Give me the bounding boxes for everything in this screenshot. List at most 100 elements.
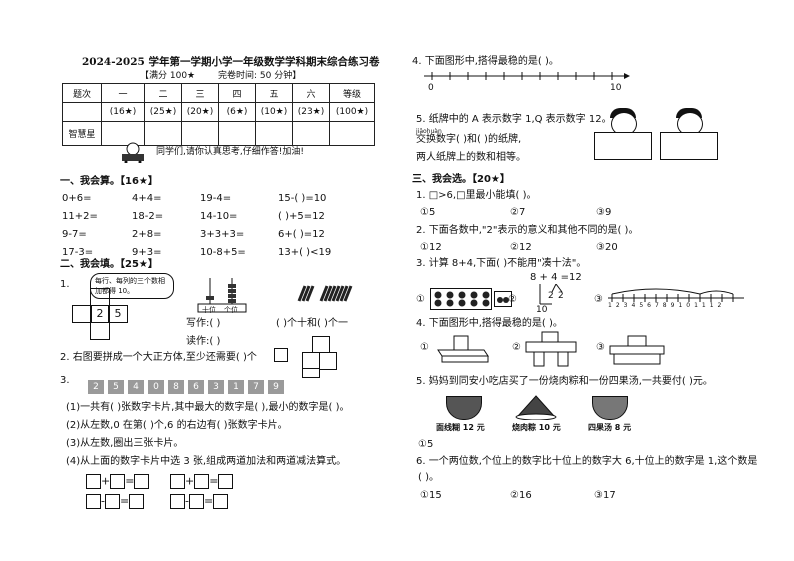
option[interactable]: ③9 — [596, 207, 612, 218]
calc-item[interactable]: 14-10= — [200, 211, 238, 222]
calc-item[interactable]: 19-4= — [200, 193, 232, 204]
score-input[interactable] — [218, 121, 256, 146]
q3-sub-3: (3)从左数,圈出三张卡片。 — [66, 438, 184, 449]
number-line — [424, 72, 630, 80]
equation-add-2[interactable]: += — [170, 474, 234, 489]
score-input[interactable] — [255, 121, 293, 146]
number-card[interactable]: 5 — [108, 380, 124, 394]
score-input[interactable] — [181, 121, 219, 146]
score-cell: (25★) — [144, 102, 182, 122]
score-cell: (100★) — [329, 102, 375, 122]
calc-item[interactable]: 9+3= — [132, 247, 162, 258]
hint-bubble: 每行、每列的三个数相加都得 10。 — [90, 273, 174, 299]
calc-item[interactable]: 10-8+5= — [200, 247, 246, 258]
full-score: 【满分 100★ — [140, 71, 196, 81]
section-1-title: 一、我会算。【16★】 — [60, 176, 158, 187]
abacus-icon — [197, 278, 247, 313]
r-q5-line3: 两人纸牌上的数和相等。 — [416, 152, 526, 163]
fruit-soup-icon — [592, 396, 628, 420]
calc-item[interactable]: 3+3+3= — [200, 229, 245, 240]
score-cell: 题次 — [62, 83, 102, 103]
number-card[interactable]: 1 — [228, 380, 244, 394]
grid-cell[interactable] — [90, 322, 110, 340]
calc-item[interactable]: 9-7= — [62, 229, 87, 240]
food-label: 烧肉粽 10 元 — [512, 423, 561, 432]
calc-item[interactable]: 11+2= — [62, 211, 98, 222]
q3-sub-2[interactable]: (2)从左数,0 在第( )个,6 的右边有( )张数字卡片。 — [66, 420, 288, 431]
score-cell: (6★) — [218, 102, 256, 122]
score-input[interactable] — [144, 121, 182, 146]
grid-cell[interactable] — [72, 305, 92, 323]
r-q5-food-text: 5. 妈妈到同安小吃店买了一份烧肉粽和一份四果汤,一共要付( )元。 — [416, 376, 713, 387]
calc-item[interactable]: 4+4= — [132, 193, 162, 204]
r-q3-text: 3. 计算 8+4,下面( )不能用"凑十法"。 — [416, 258, 587, 269]
option[interactable]: ①15 — [420, 490, 442, 501]
number-card[interactable]: 2 — [88, 380, 104, 394]
number-card[interactable]: 3 — [208, 380, 224, 394]
calc-item[interactable]: ( )+5=12 — [278, 211, 325, 222]
option[interactable]: ② — [508, 294, 517, 305]
calc-item[interactable]: 2+8= — [132, 229, 162, 240]
read-as[interactable]: 读作:( ) — [186, 336, 221, 347]
calc-item[interactable]: 6+( )=12 — [278, 229, 325, 240]
mascot-icon — [122, 142, 144, 163]
calc-item[interactable]: 18-2= — [132, 211, 164, 222]
option[interactable]: ② — [512, 342, 521, 353]
option[interactable]: ③ — [596, 342, 605, 353]
number-card[interactable]: 6 — [188, 380, 204, 394]
q1-number: 1. — [60, 279, 70, 290]
equation-sub-2[interactable]: -= — [170, 494, 229, 509]
calc-item[interactable]: 15-( )=10 — [278, 193, 327, 204]
calc-item[interactable]: 17-3= — [62, 247, 94, 258]
equation-add-1[interactable]: += — [86, 474, 150, 489]
equation-sub-1[interactable]: -= — [86, 494, 145, 509]
option[interactable]: ① — [416, 294, 425, 305]
split-a: 2 — [548, 291, 554, 301]
score-cell: 三 — [181, 83, 219, 103]
r-q5-line1: 5. 纸牌中的 A 表示数字 1,Q 表示数字 12。 — [416, 114, 612, 125]
r-q2-text: 2. 下面各数中,"2"表示的意义和其他不同的是( )。 — [416, 225, 639, 236]
option[interactable]: ②7 — [510, 207, 526, 218]
number-card[interactable]: 8 — [168, 380, 184, 394]
option[interactable]: ②12 — [510, 242, 532, 253]
number-card[interactable]: 9 — [268, 380, 284, 394]
option[interactable]: ①5 — [420, 207, 436, 218]
rice-dumpling-icon — [515, 395, 557, 420]
option[interactable]: ③17 — [594, 490, 616, 501]
tens-ones[interactable]: ( )个十和( )个一 — [276, 318, 348, 329]
noodle-bowl-icon — [446, 396, 482, 420]
grid-cell: 5 — [108, 305, 128, 323]
r-q5-line2[interactable]: 交换数字( )和( )的纸牌, — [416, 134, 522, 145]
option[interactable]: ①12 — [420, 242, 442, 253]
abacus-tens-label: 十位 — [202, 306, 216, 314]
number-card[interactable]: 0 — [148, 380, 164, 394]
section-2-title: 二、我会填。【25★】 — [60, 259, 158, 270]
score-cell — [62, 102, 102, 122]
score-cell: 一 — [101, 83, 145, 103]
option[interactable]: ②16 — [510, 490, 532, 501]
extra-frame-icon — [494, 291, 512, 307]
option[interactable]: ③ — [594, 294, 603, 305]
score-input[interactable] — [329, 121, 375, 146]
score-input[interactable] — [101, 121, 145, 146]
calc-item[interactable]: 13+( )<19 — [278, 247, 332, 258]
option[interactable]: ③20 — [596, 242, 618, 253]
grid-cell[interactable] — [90, 288, 110, 306]
option[interactable]: ①5 — [418, 439, 434, 450]
score-input[interactable] — [292, 121, 330, 146]
write-as[interactable]: 写作:( ) — [186, 318, 221, 329]
cube-icon — [274, 348, 288, 362]
score-table: 题次 一 二 三 四 五 六 等级 (16★) (25★) (20★) (6★)… — [62, 83, 375, 146]
r-q4-shapes-text: 4. 下面图形中,搭得最稳的是( )。 — [416, 318, 563, 329]
split-ten: 10 — [536, 305, 548, 315]
option[interactable]: ① — [420, 342, 429, 353]
r-q6-blank[interactable]: ( )。 — [418, 472, 439, 483]
calc-item[interactable]: 0+6= — [62, 193, 92, 204]
food-label: 面线糊 12 元 — [436, 423, 485, 432]
q3-sub-1[interactable]: (1)一共有( )张数字卡片,其中最大的数字是( ),最小的数字是( )。 — [66, 402, 350, 413]
score-cell: 智慧星 — [62, 121, 102, 146]
number-card[interactable]: 7 — [248, 380, 264, 394]
score-cell: (16★) — [101, 102, 145, 122]
number-card[interactable]: 4 — [128, 380, 144, 394]
